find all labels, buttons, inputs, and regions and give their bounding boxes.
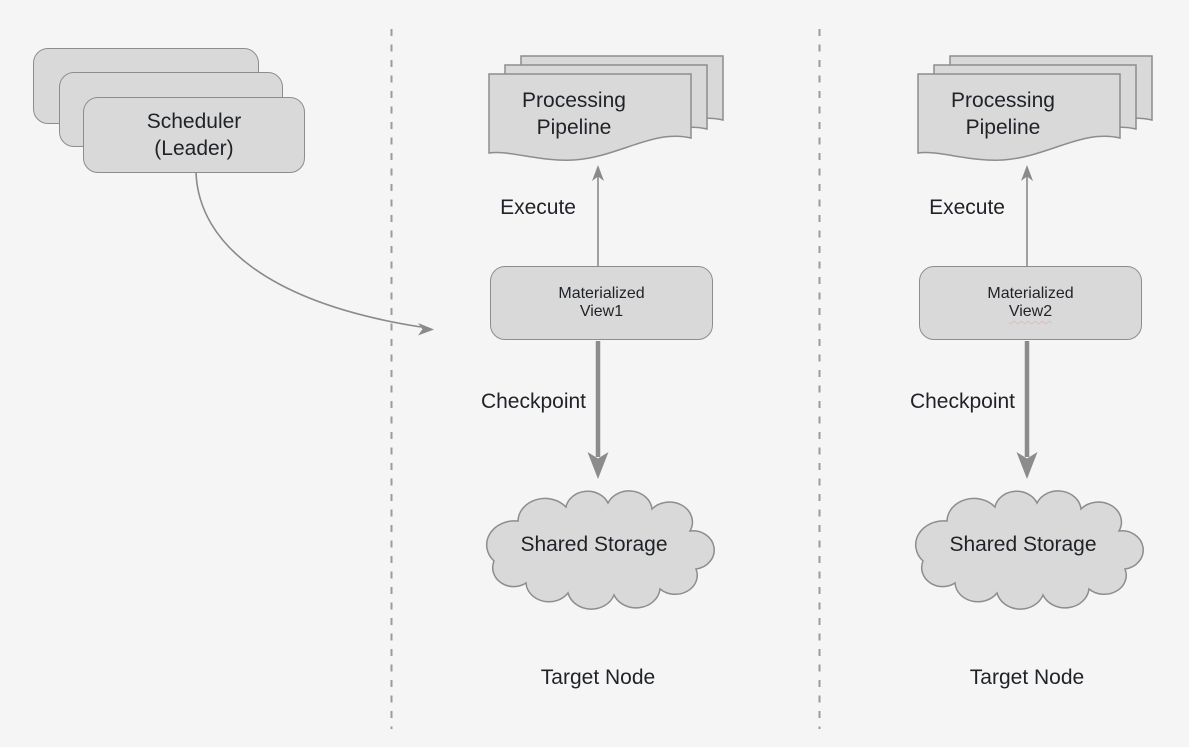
checkpoint-label: Checkpoint: [909, 390, 1015, 413]
pipeline-label: Processing Pipeline: [473, 87, 675, 141]
target-node-label: Target Node: [540, 666, 656, 689]
pipeline-doc-stack: [488, 55, 724, 161]
scheduler-to-view-arrow: [195, 172, 434, 336]
pipeline-doc-front: [917, 73, 1121, 161]
target-node-2-shapes: [914, 55, 1153, 610]
execute-label: Execute: [929, 196, 1005, 219]
checkpoint-label: Checkpoint: [480, 390, 586, 413]
view-label-line2: View1: [579, 303, 624, 320]
target-node-label: Target Node: [969, 666, 1085, 689]
pipeline-label-line1: Processing: [522, 89, 626, 112]
shared-storage-cloud: [485, 490, 715, 610]
materialized-view2-node: Materialized View2: [919, 266, 1142, 340]
shared-storage-cloud: [914, 490, 1144, 610]
target-node-2-column: Processing Pipeline Execute Materialized…: [887, 0, 1167, 747]
view-label-line1: Materialized: [987, 285, 1074, 302]
pipeline-label-line1: Processing: [951, 89, 1055, 112]
checkpoint-arrow: [587, 341, 609, 479]
checkpoint-arrow: [1016, 341, 1038, 479]
scheduler-label-line2: (Leader): [154, 137, 234, 160]
execute-arrow: [592, 165, 604, 266]
pipeline-doc-stack: [917, 55, 1153, 161]
shared-storage-label: Shared Storage: [520, 533, 668, 556]
view-label-line2: View2: [1008, 303, 1053, 320]
pipeline-label-line2: Pipeline: [536, 116, 612, 139]
target-node-1-shapes: [485, 55, 724, 610]
pipeline-doc-front: [488, 73, 692, 161]
shared-storage-label: Shared Storage: [949, 533, 1097, 556]
target-node-1-column: Processing Pipeline Execute Materialized…: [458, 0, 738, 747]
pipeline-label: Processing Pipeline: [902, 87, 1104, 141]
execute-arrow: [1021, 165, 1033, 266]
scheduler-node: Scheduler (Leader): [83, 97, 305, 173]
view-label-line1: Materialized: [558, 285, 645, 302]
materialized-view1-node: Materialized View1: [490, 266, 713, 340]
execute-label: Execute: [500, 196, 576, 219]
pipeline-label-line2: Pipeline: [965, 116, 1041, 139]
scheduler-label-line1: Scheduler: [146, 110, 242, 133]
